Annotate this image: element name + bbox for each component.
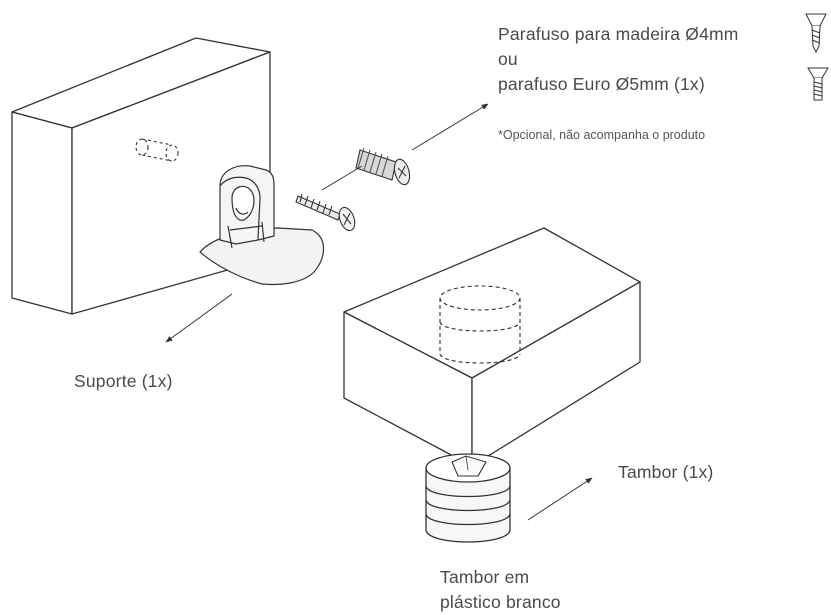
- screw-leader-line: [321, 165, 363, 191]
- wood-screw-part: [295, 193, 356, 232]
- screw-label-arrow: [411, 103, 489, 151]
- euro-screw-icon: [807, 67, 829, 101]
- panel-drill-hole: [135, 138, 179, 162]
- tambor-part: [425, 453, 511, 543]
- screw-label-line2: ou: [498, 49, 518, 69]
- euro-screw-part: [355, 147, 411, 186]
- screw-label-line3: parafuso Euro Ø5mm (1x): [498, 74, 705, 94]
- screw-label-line1: Parafuso para madeira Ø4mm: [498, 24, 739, 44]
- tambor-material-line1: Tambor em: [440, 567, 530, 587]
- wood-block: [343, 227, 641, 467]
- screw-optional-note: *Opcional, não acompanha o produto: [498, 128, 706, 142]
- tambor-label: Tambor (1x): [618, 462, 714, 482]
- suporte-arrow: [165, 293, 233, 343]
- wood-screw-icon: [805, 13, 827, 54]
- tambor-material-line2: plástico branco: [440, 592, 561, 612]
- suporte-label: Suporte (1x): [74, 371, 173, 391]
- tambor-arrow: [527, 477, 593, 521]
- block-drill-hole: [439, 285, 521, 364]
- support-bracket: [199, 165, 325, 286]
